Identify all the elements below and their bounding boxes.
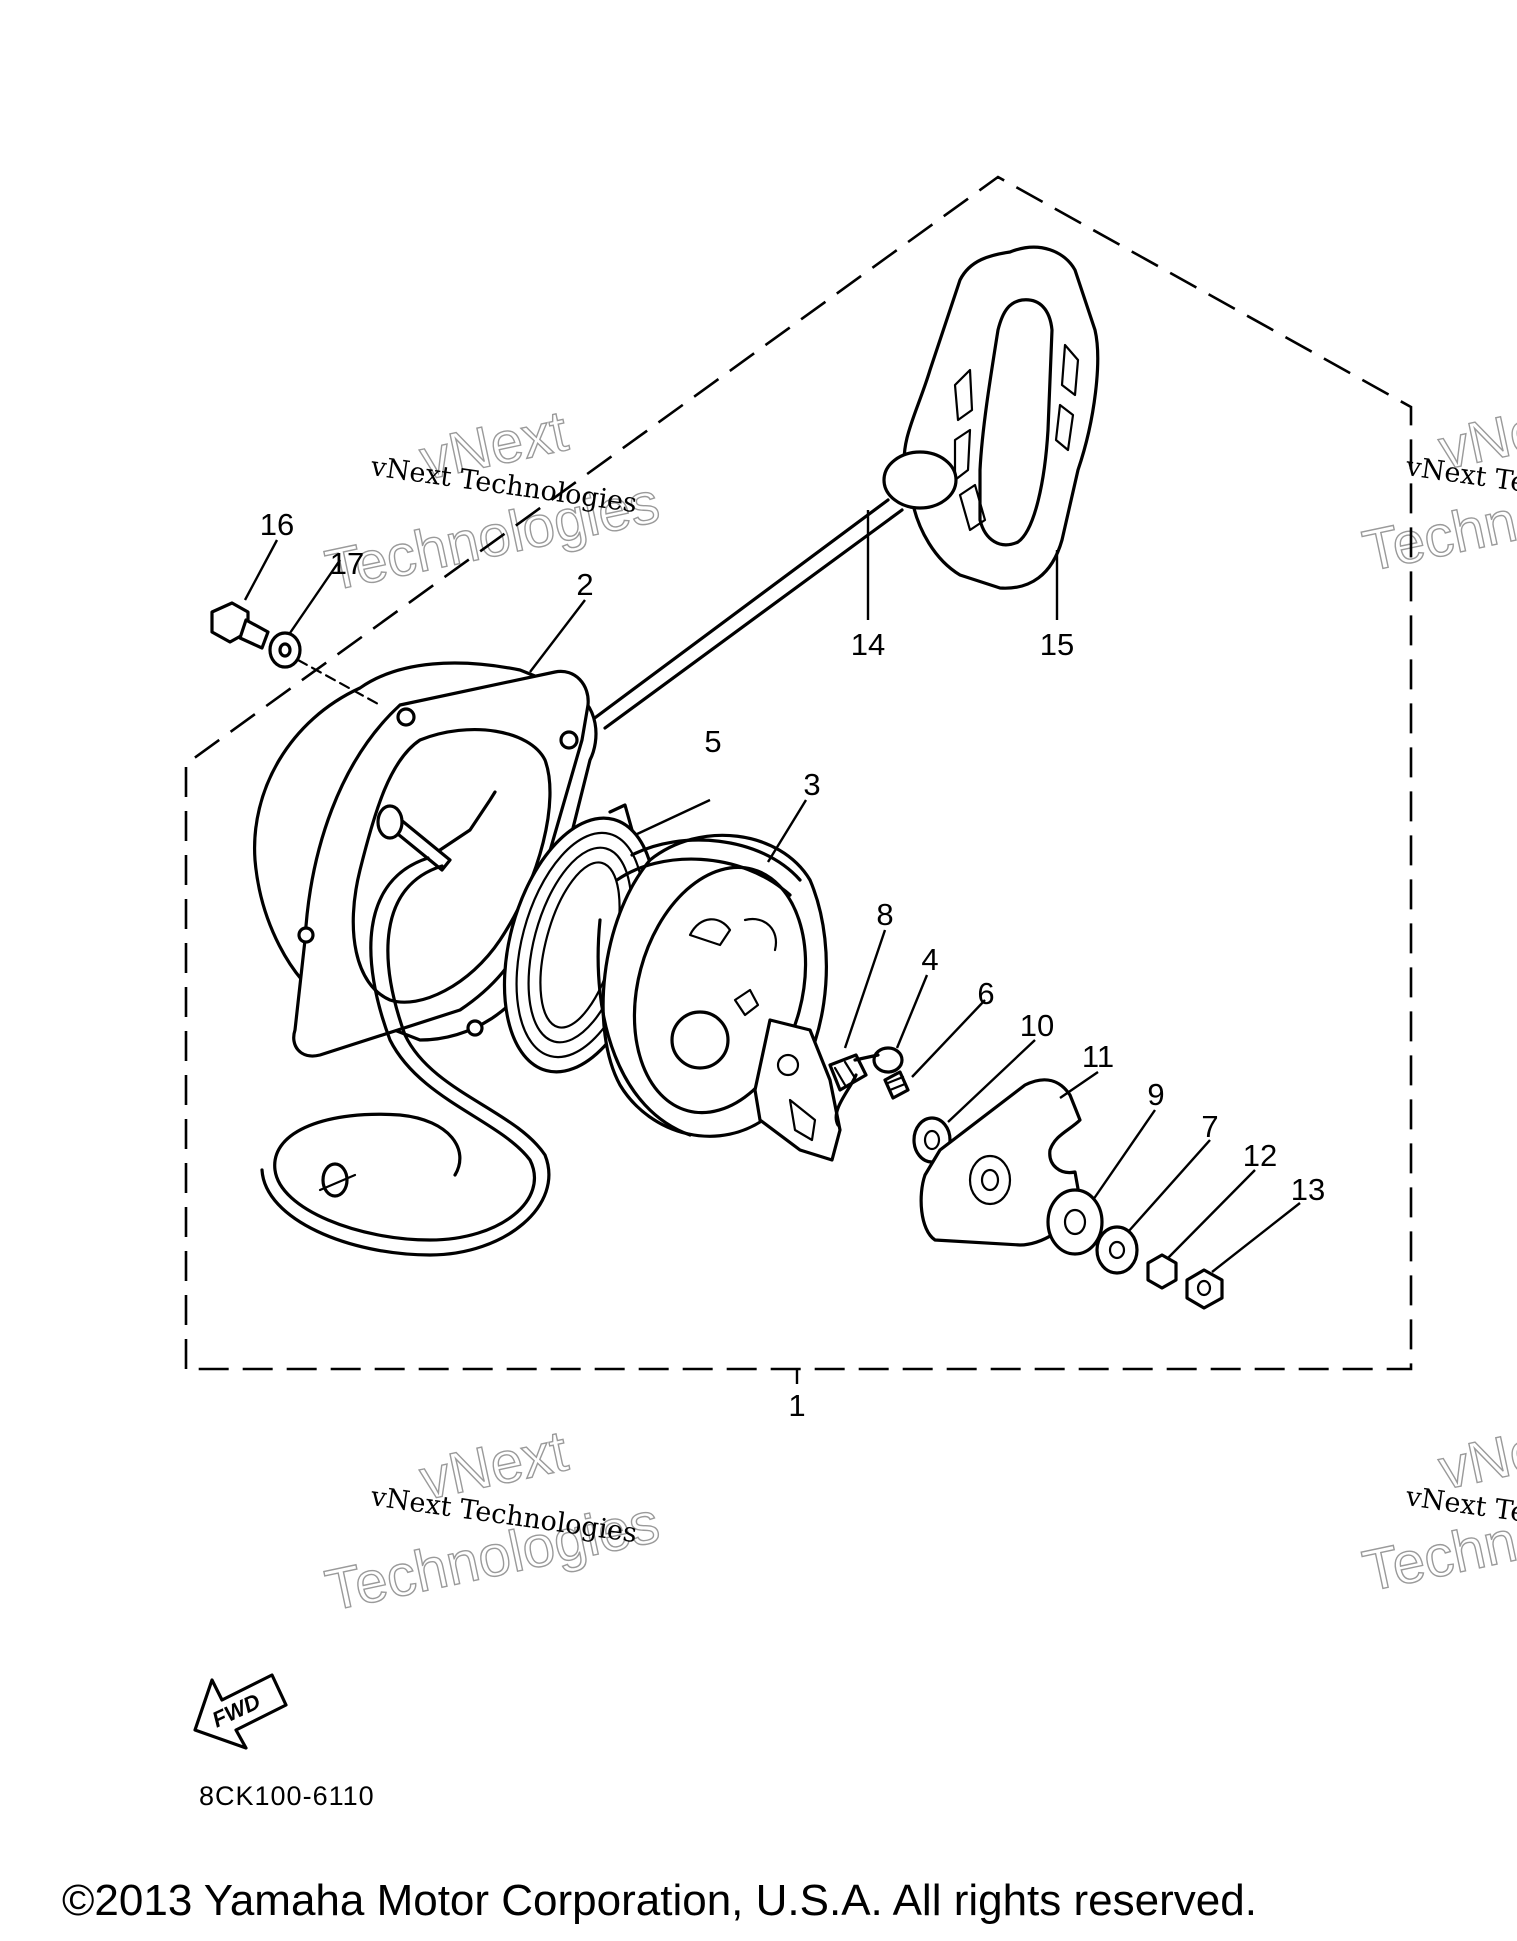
drawing-code: 8CK100-6110 (199, 1781, 375, 1811)
assembly-boundary (184, 175, 1413, 1371)
part-label-1: 1 (788, 1388, 805, 1423)
part-label-10: 10 (1020, 1008, 1054, 1043)
fwd-arrow-icon: FWD (193, 1673, 288, 1750)
leader-10 (947, 1039, 1036, 1123)
leader-17 (289, 559, 341, 634)
part-label-14: 14 (851, 627, 885, 662)
bolt-and-washer (210, 539, 382, 707)
part-label-17: 17 (330, 546, 364, 581)
part-label-15: 15 (1040, 627, 1074, 662)
watermark-group-top-right: vNext Technologies vNext Technologies (1357, 387, 1517, 585)
part-label-7: 7 (1201, 1109, 1218, 1144)
part-label-13: 13 (1291, 1172, 1325, 1207)
leader-6 (911, 999, 986, 1078)
part-label-9: 9 (1147, 1077, 1164, 1112)
part-label-16: 16 (260, 507, 294, 542)
starter-handle (590, 245, 1100, 730)
leader-11 (1059, 1071, 1099, 1099)
part-label-4: 4 (921, 942, 938, 977)
leader-4 (895, 974, 929, 1049)
leader-3 (766, 799, 808, 863)
leader-5 (634, 798, 711, 837)
part-label-8: 8 (876, 897, 893, 932)
leader-7 (1127, 1139, 1211, 1233)
part-label-12: 12 (1243, 1138, 1277, 1173)
leader-12 (1167, 1169, 1256, 1259)
watermark-group-bottom-left: vNext Technologies vNext Technologies (319, 1418, 665, 1625)
watermark-group-bottom-right: vNext Technologies vNext Technologies (1357, 1407, 1517, 1605)
leader-16 (243, 539, 279, 601)
part-label-11: 11 (1082, 1039, 1114, 1074)
part-label-3: 3 (803, 767, 820, 802)
part-label-5: 5 (704, 724, 721, 759)
hardware-stack (883, 999, 1301, 1310)
leader-9 (1092, 1109, 1156, 1201)
part-label-2: 2 (576, 567, 593, 602)
ratchet-and-spring (753, 929, 929, 1162)
part-label-6: 6 (977, 976, 994, 1011)
leader-8 (843, 929, 887, 1049)
leader-13 (1211, 1202, 1301, 1273)
watermark-group-top-left: vNext Technologies vNext Technologies (319, 398, 665, 605)
copyright-notice: ©2013 Yamaha Motor Corporation, U.S.A. A… (62, 1876, 1257, 1925)
leader-2 (529, 599, 586, 673)
